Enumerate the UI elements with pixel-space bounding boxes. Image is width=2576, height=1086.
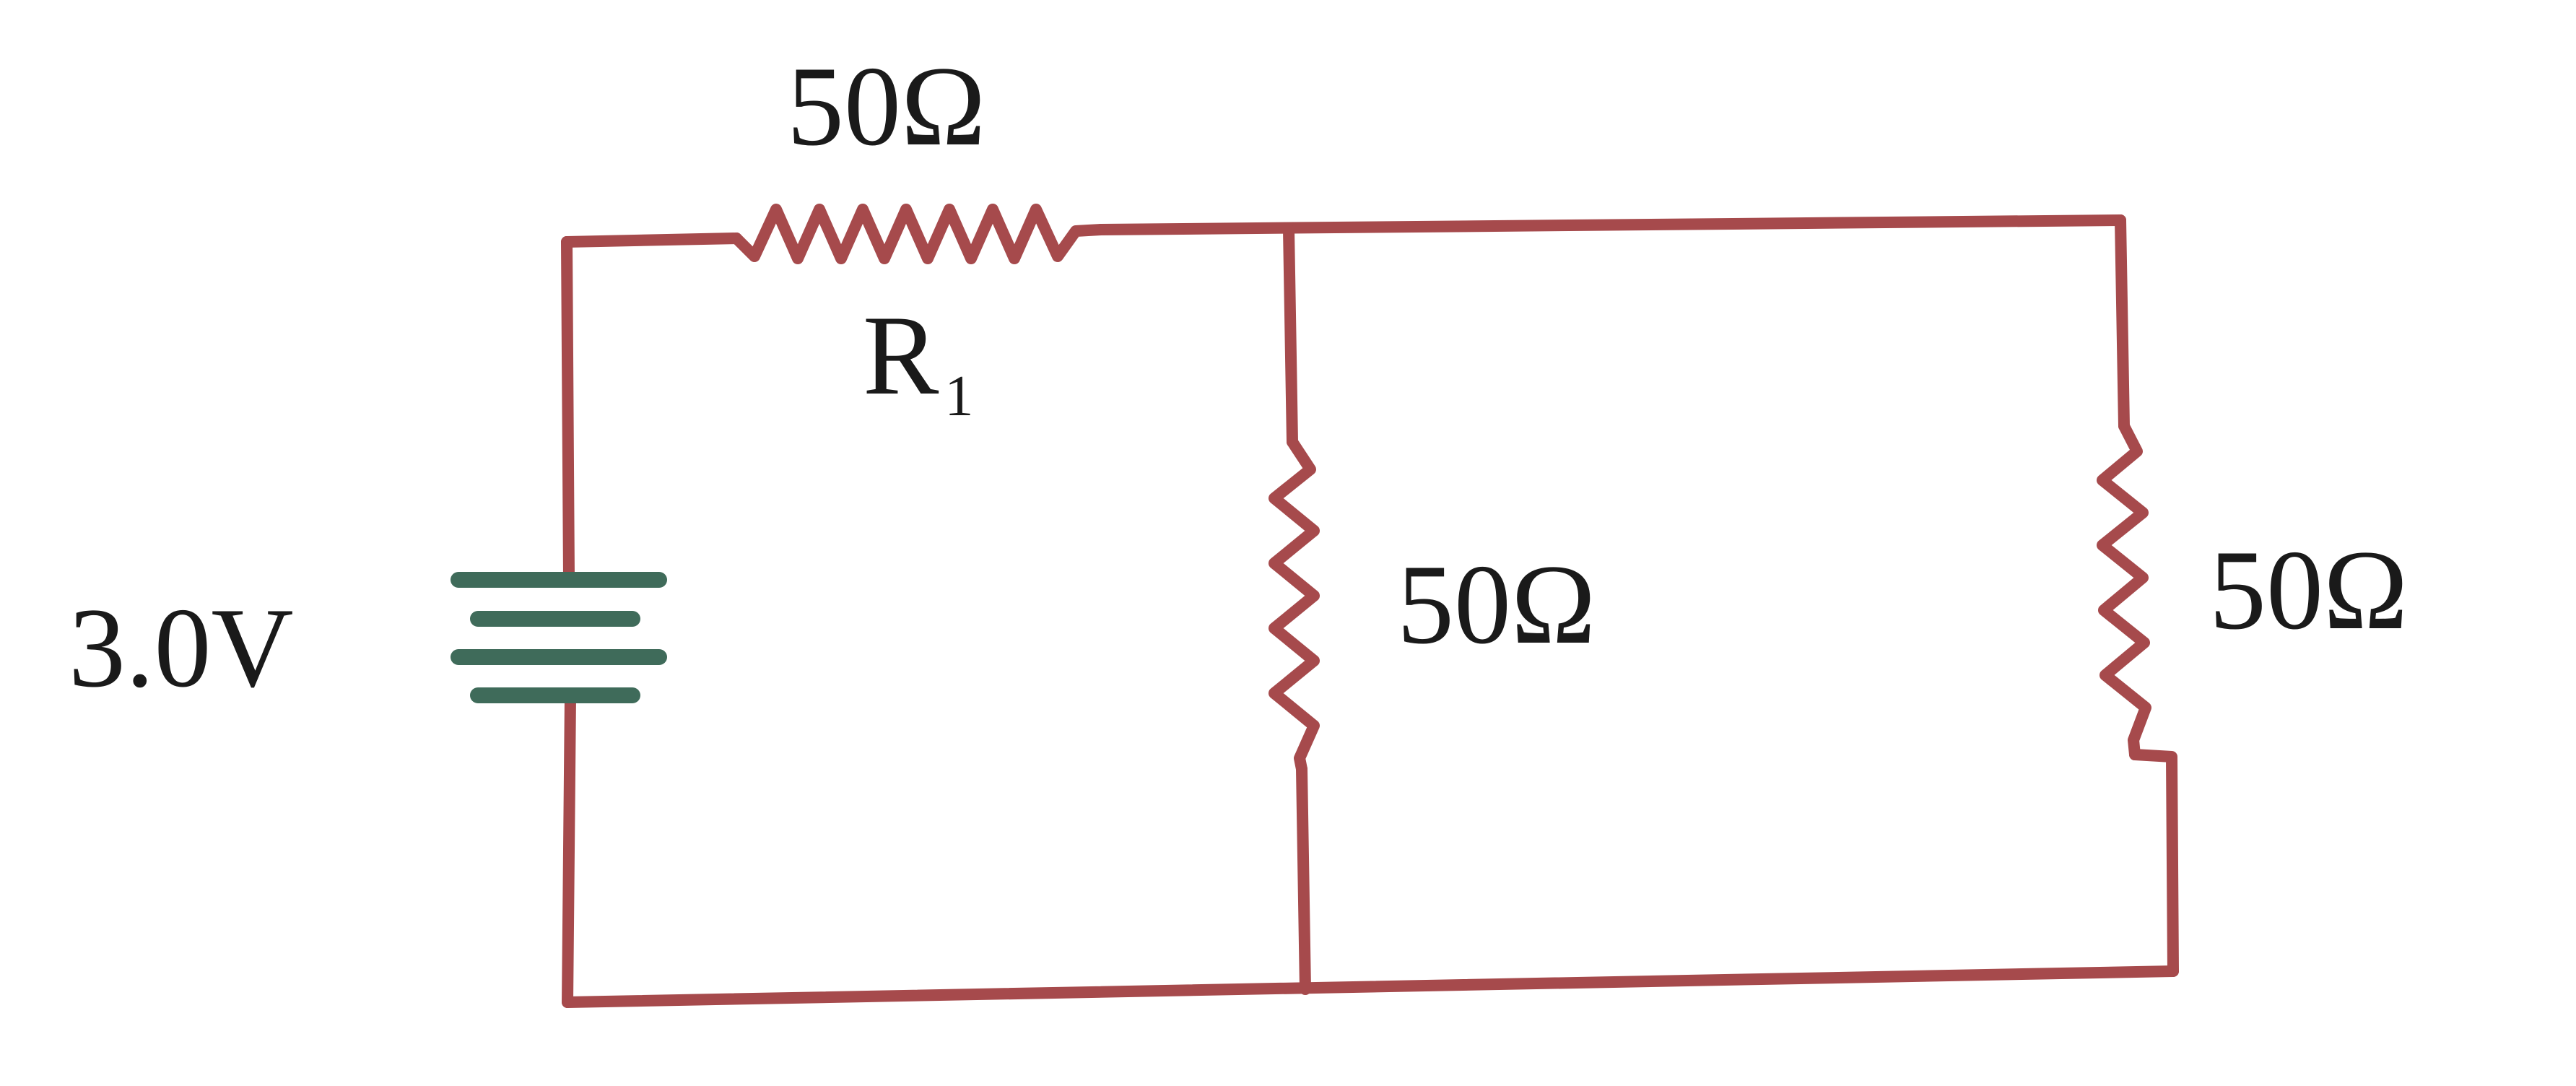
wire-top-right [1095,214,2126,235]
resistor-r3-zigzag [2097,420,2151,760]
resistor-r1-value-label: 50Ω [787,43,985,170]
resistor-r2-zigzag [1269,436,1320,775]
wire-right-top [2115,214,2130,432]
resistor-r1-subscript: 1 [944,365,973,428]
battery-symbol [451,572,667,703]
resistor-r2-value-label: 50Ω [1397,542,1596,668]
wire-middle-bottom [1296,763,1311,995]
wire-top-left [561,233,742,248]
wire-left-bottom [562,691,576,1008]
wire-left-top [561,236,575,583]
wire-middle-top [1283,224,1298,448]
resistor-r3-value-label: 50Ω [2209,527,2408,653]
battery-voltage-label: 3.0V [69,585,294,711]
wire-right-bottom [2129,749,2179,977]
wire-bottom [562,965,2179,1008]
resistor-r1-name: R [863,292,939,419]
resistor-r1-zigzag [731,204,1107,264]
